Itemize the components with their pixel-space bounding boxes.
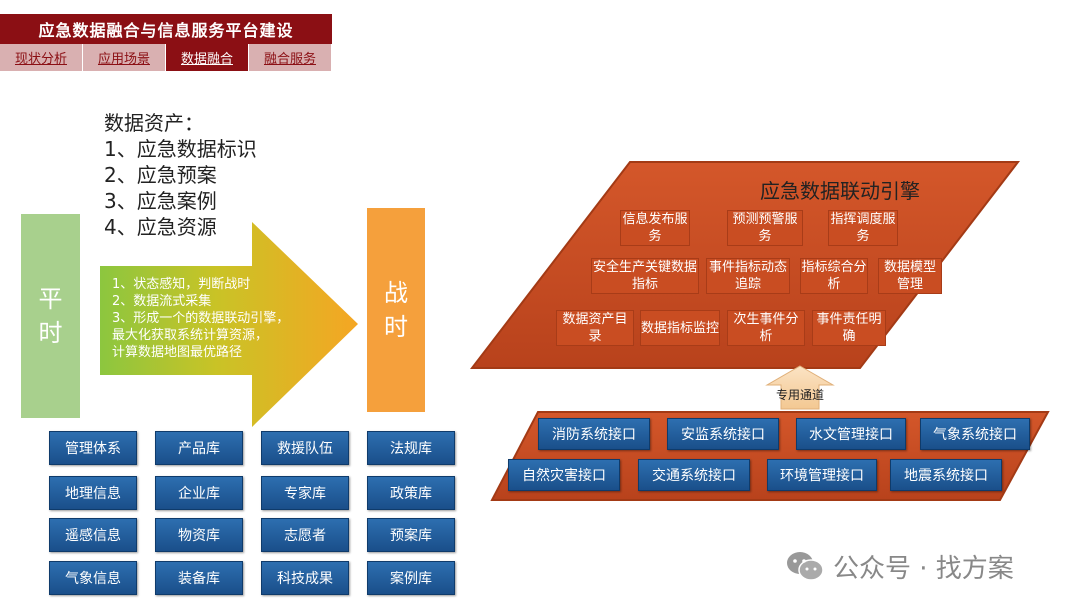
up-arrow-icon: [765, 365, 835, 410]
engine-module: 信息发布服务: [620, 210, 690, 246]
peacetime-char: 平: [38, 285, 63, 313]
interface-box: 水文管理接口: [796, 418, 906, 450]
data-assets-list: 数据资产： 1、应急数据标识 2、应急预案 3、应急案例 4、应急资源: [104, 110, 257, 240]
engine-module: 次生事件分析: [727, 310, 805, 346]
arrow-line: 3、形成一个的数据联动引擎，: [112, 311, 290, 326]
interface-box: 安监系统接口: [667, 418, 779, 450]
engine-title: 应急数据联动引擎: [760, 179, 920, 203]
engine-module: 安全生产关键数据指标: [591, 258, 699, 294]
library-box: 预案库: [367, 518, 455, 552]
tab-status-analysis[interactable]: 现状分析: [0, 44, 83, 71]
arrow-line: 2、数据流式采集: [112, 294, 212, 309]
asset-item: 3、应急案例: [104, 189, 217, 213]
engine-module: 指标综合分析: [800, 258, 868, 294]
wartime-char: 时: [384, 313, 408, 341]
watermark: 公众号 · 找方案: [785, 548, 1055, 584]
interface-box: 交通系统接口: [638, 459, 750, 491]
engine-module: 数据模型管理: [878, 258, 942, 294]
library-box: 产品库: [155, 431, 243, 465]
library-box: 装备库: [155, 561, 243, 595]
arrow-line: 最大化获取系统计算资源，: [112, 328, 269, 343]
wartime-bar: 战 时: [367, 208, 425, 412]
engine-module: 数据指标监控: [640, 310, 720, 346]
interface-box: 气象系统接口: [920, 418, 1030, 450]
tab-data-fusion[interactable]: 数据融合: [166, 44, 249, 71]
engine-module: 预测预警服务: [727, 210, 803, 246]
interface-box: 消防系统接口: [538, 418, 650, 450]
wechat-icon: [787, 552, 824, 581]
library-box: 案例库: [367, 561, 455, 595]
interface-box: 环境管理接口: [767, 459, 877, 491]
watermark-text: 公众号 · 找方案: [833, 553, 1014, 584]
asset-item: 2、应急预案: [104, 163, 217, 187]
arrow-line: 1、状态感知，判断战时: [112, 277, 251, 292]
engine-module: 数据资产目录: [556, 310, 634, 346]
channel-label: 专用通道: [775, 388, 824, 402]
library-box: 气象信息: [49, 561, 137, 595]
library-box: 救援队伍: [261, 431, 349, 465]
library-box: 政策库: [367, 476, 455, 510]
nav-tabs: 现状分析 应用场景 数据融合 融合服务: [0, 44, 332, 71]
library-box: 科技成果: [261, 561, 349, 595]
library-box: 管理体系: [49, 431, 137, 465]
library-box: 遥感信息: [49, 518, 137, 552]
interface-box: 自然灾害接口: [508, 459, 620, 491]
arrow-description: 1、状态感知，判断战时 2、数据流式采集 3、形成一个的数据联动引擎， 最大化获…: [112, 276, 322, 361]
engine-module: 事件责任明确: [812, 310, 886, 346]
library-box: 志愿者: [261, 518, 349, 552]
tab-fusion-service[interactable]: 融合服务: [249, 44, 332, 71]
asset-item: 1、应急数据标识: [104, 137, 257, 161]
assets-heading: 数据资产：: [104, 111, 204, 135]
tab-scenarios[interactable]: 应用场景: [83, 44, 166, 71]
engine-module: 指挥调度服务: [828, 210, 898, 246]
library-box: 物资库: [155, 518, 243, 552]
page-title: 应急数据融合与信息服务平台建设: [0, 14, 332, 44]
library-box: 专家库: [261, 476, 349, 510]
library-box: 法规库: [367, 431, 455, 465]
library-box: 地理信息: [49, 476, 137, 510]
peacetime-bar: 平 时: [21, 214, 80, 418]
wartime-char: 战: [384, 279, 408, 307]
arrow-line: 计算数据地图最优路径: [112, 345, 243, 360]
library-box: 企业库: [155, 476, 243, 510]
peacetime-char: 时: [38, 319, 63, 347]
asset-item: 4、应急资源: [104, 215, 217, 239]
engine-module: 事件指标动态追踪: [706, 258, 790, 294]
interface-box: 地震系统接口: [890, 459, 1002, 491]
transition-arrow: [100, 222, 358, 427]
